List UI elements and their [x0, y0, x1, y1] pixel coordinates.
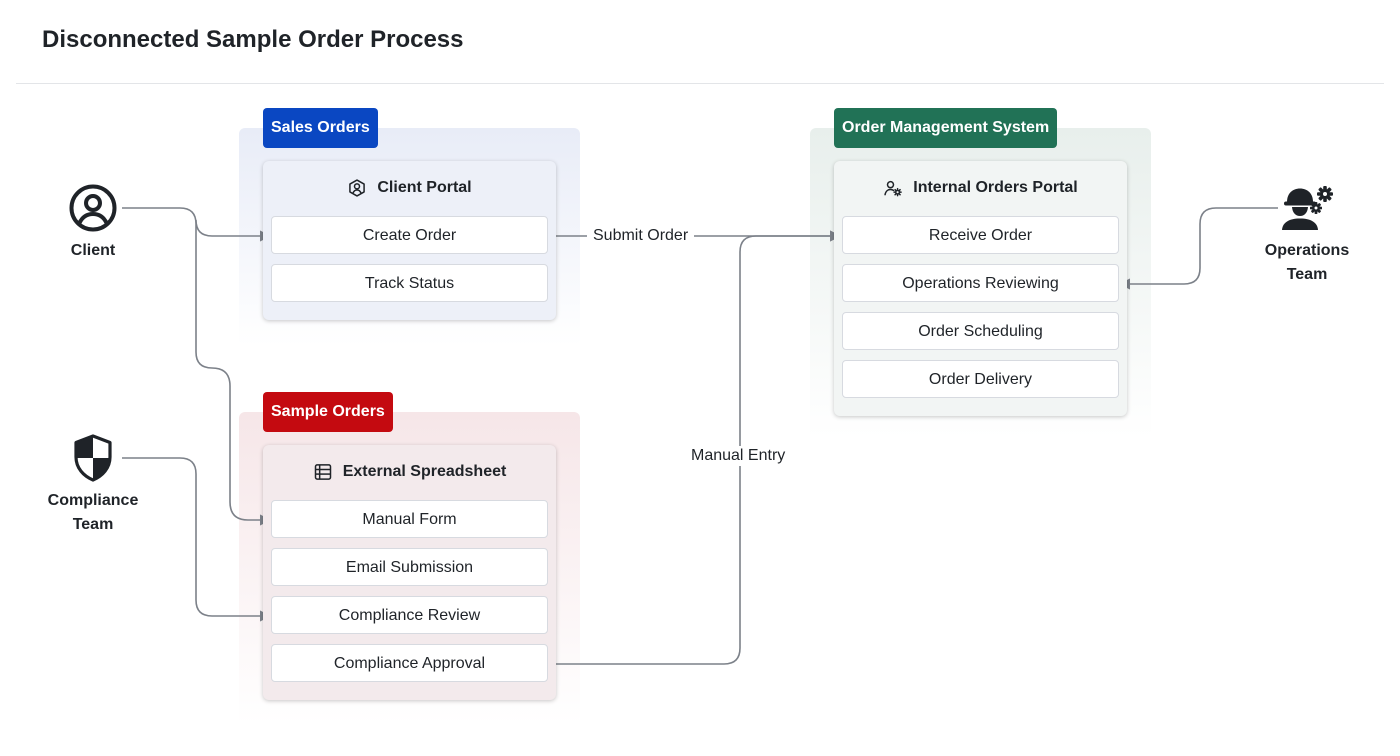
client-portal-panel: Client Portal Create Order Track Status — [263, 161, 556, 320]
operations-actor: Operations Team — [1247, 183, 1367, 287]
manual-form-item[interactable]: Manual Form — [271, 500, 548, 538]
track-status-item[interactable]: Track Status — [271, 264, 548, 302]
internal-orders-portal-title: Internal Orders Portal — [913, 179, 1078, 196]
email-submission-item[interactable]: Email Submission — [271, 548, 548, 586]
header-divider — [16, 83, 1384, 84]
operations-label: Operations Team — [1264, 242, 1350, 283]
connector-compliance-review — [122, 457, 272, 622]
receive-order-item[interactable]: Receive Order — [842, 216, 1119, 254]
submit-order-label: Submit Order — [587, 226, 695, 246]
sales-orders-label: Sales Orders — [263, 108, 378, 148]
manual-entry-label: Manual Entry — [685, 446, 792, 466]
spreadsheet-icon — [314, 464, 331, 480]
connector-client-create-order — [122, 207, 272, 242]
compliance-actor: Compliance Team — [33, 433, 153, 537]
create-order-item[interactable]: Create Order — [271, 216, 548, 254]
internal-orders-portal-panel: Internal Orders Portal Receive Order Ope… — [834, 161, 1127, 416]
hexagon-user-icon — [349, 179, 366, 197]
compliance-review-item[interactable]: Compliance Review — [271, 596, 548, 634]
internal-orders-portal-header: Internal Orders Portal — [834, 176, 1127, 200]
operations-reviewing-item[interactable]: Operations Reviewing — [842, 264, 1119, 302]
client-actor: Client — [33, 183, 153, 263]
connector-client-manual-form — [195, 224, 272, 526]
client-portal-title: Client Portal — [377, 179, 472, 196]
compliance-label: Compliance Team — [47, 492, 139, 533]
compliance-approval-item[interactable]: Compliance Approval — [271, 644, 548, 682]
external-spreadsheet-panel: External Spreadsheet Manual Form Email S… — [263, 445, 556, 700]
oms-label: Order Management System — [834, 108, 1058, 148]
order-scheduling-item[interactable]: Order Scheduling — [842, 312, 1119, 350]
user-circle-icon — [69, 184, 117, 232]
external-spreadsheet-header: External Spreadsheet — [263, 460, 556, 484]
external-spreadsheet-title: External Spreadsheet — [342, 463, 507, 480]
page-title: Disconnected Sample Order Process — [42, 26, 464, 53]
user-gear-icon — [884, 180, 903, 197]
client-portal-header: Client Portal — [263, 176, 556, 200]
order-delivery-item[interactable]: Order Delivery — [842, 360, 1119, 398]
worker-gear-icon — [1282, 186, 1333, 230]
client-label: Client — [70, 242, 116, 259]
connector-operations-reviewing — [1118, 207, 1278, 290]
sample-orders-label: Sample Orders — [263, 392, 393, 432]
shield-icon — [74, 434, 112, 482]
